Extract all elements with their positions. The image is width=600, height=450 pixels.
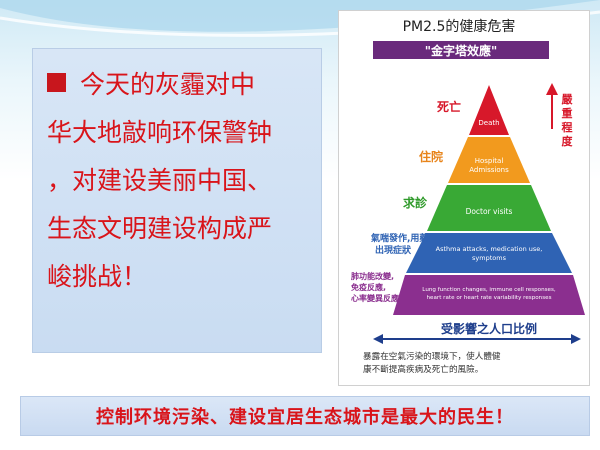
level-cn-asthma: 氣喘發作,用藥,出現症狀 bbox=[371, 232, 432, 256]
pyramid-level-death bbox=[469, 85, 509, 135]
text-line-3: ，对建设美丽中国、 bbox=[47, 166, 273, 195]
infographic-subtitle: "金字塔效應" bbox=[425, 43, 498, 58]
population-label: 受影響之人口比例 bbox=[441, 321, 537, 336]
slogan-text: 控制环境污染、建设宜居生态城市是最大的民生！ bbox=[96, 407, 514, 428]
level-en-doctor: Doctor visits bbox=[466, 207, 513, 216]
text-line-1: 今天的灰霾对中 bbox=[47, 61, 311, 109]
level-cn-lung: 肺功能改變,免疫反應,心率變異反應 bbox=[351, 271, 399, 303]
left-text-panel: 今天的灰霾对中 华大地敲响环保警钟 ，对建设美丽中国、 生态文明建设构成严 峻挑… bbox=[32, 48, 322, 353]
level-en-death: Death bbox=[478, 119, 499, 127]
infographic-title: PM2.5的健康危害 bbox=[403, 18, 516, 35]
severity-axis-label: 嚴重程度 bbox=[562, 93, 574, 148]
pyramid-level-asthma bbox=[406, 233, 572, 273]
level-cn-hospital: 住院 bbox=[419, 149, 443, 164]
level-cn-doctor: 求診 bbox=[403, 195, 428, 210]
population-arrowhead-right-icon bbox=[571, 334, 581, 344]
level-en-asthma: Asthma attacks, medication use,symptoms bbox=[436, 245, 543, 262]
level-en-lung: Lung function changes, immune cell respo… bbox=[422, 287, 556, 301]
subtitle-banner bbox=[373, 41, 549, 59]
pyramid-level-doctor bbox=[427, 185, 551, 231]
text-line-2: 华大地敲响环保警钟 bbox=[47, 118, 273, 147]
pyramid-level-lung bbox=[393, 275, 585, 315]
square-bullet-icon bbox=[47, 73, 66, 92]
severity-arrowhead-icon bbox=[546, 83, 558, 95]
text-line-5: 峻挑战！ bbox=[47, 262, 148, 291]
infographic-caption: 暴露在空氣污染的環境下，使人體健康不斷提高疾病及死亡的風險。 bbox=[363, 350, 501, 375]
level-cn-death: 死亡 bbox=[437, 99, 461, 114]
bottom-slogan-bar: 控制环境污染、建设宜居生态城市是最大的民生！ bbox=[20, 396, 590, 436]
population-arrowhead-left-icon bbox=[373, 334, 383, 344]
text-line-4: 生态文明建设构成严 bbox=[47, 214, 273, 243]
pyramid-level-hospital bbox=[448, 137, 530, 183]
